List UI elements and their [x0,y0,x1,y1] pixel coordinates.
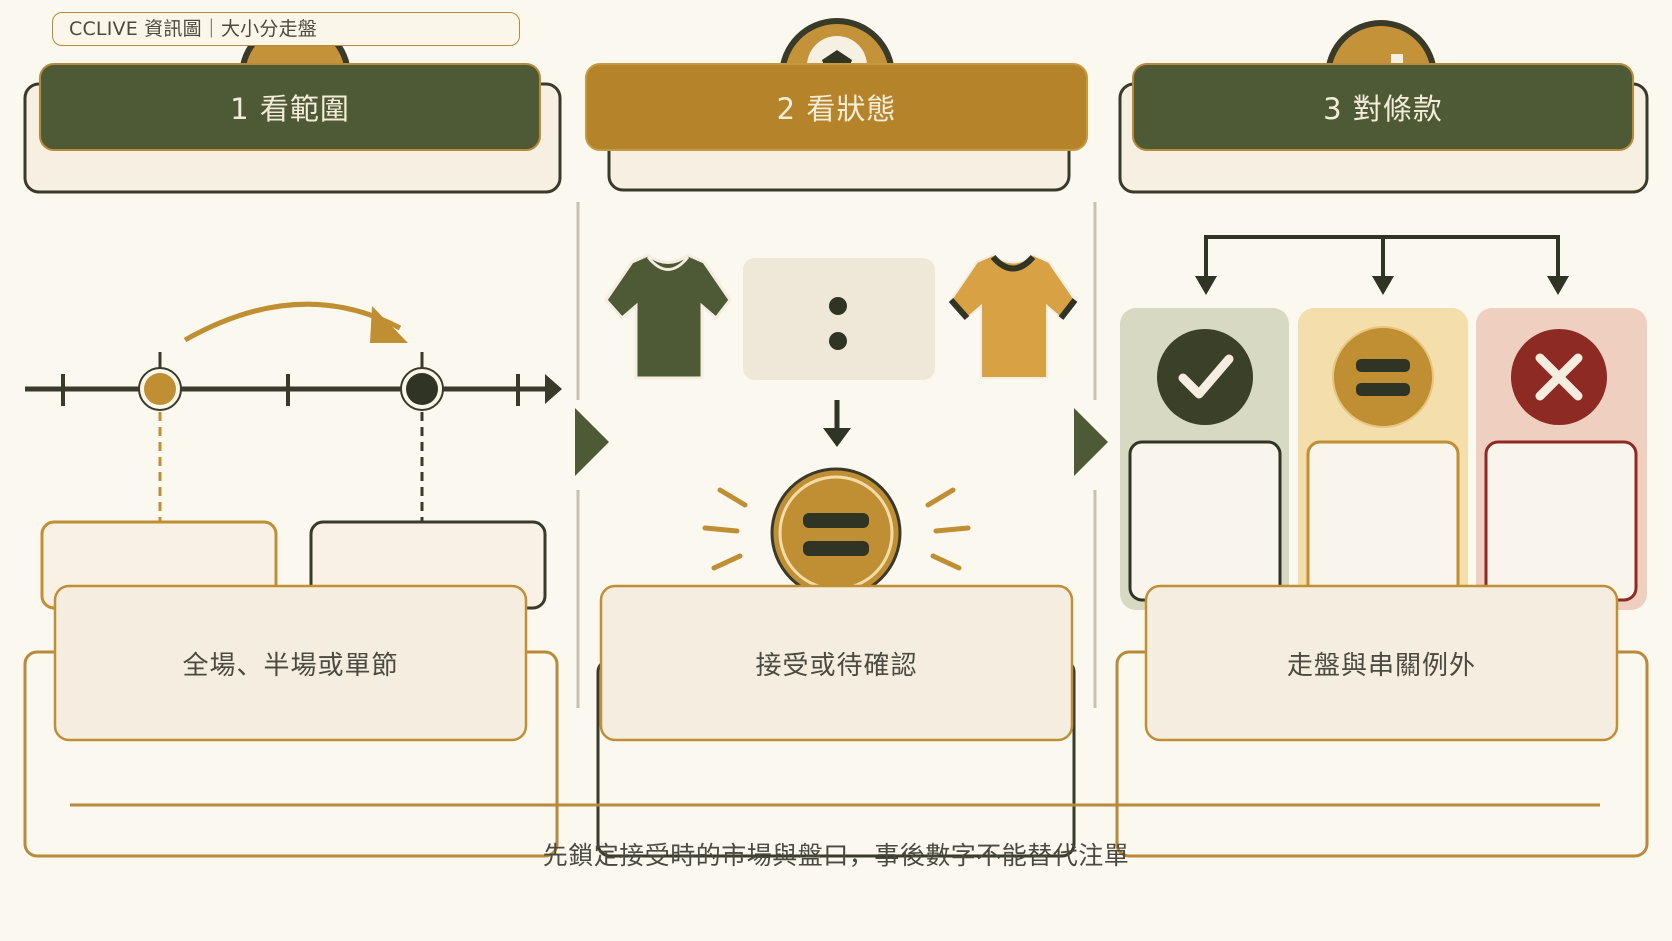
colon-score-icon [829,297,847,315]
cross-icon [1511,329,1607,425]
step-1-caption: 全場、半場或單節 [182,650,399,681]
step-1-title: 1 看範圍 [230,92,350,126]
footer-note: 先鎖定接受時的市場與盤口，事後數字不能替代注單 [542,841,1130,870]
equals-icon [1332,326,1434,428]
header-tag: CCLIVE 資訊圖｜大小分走盤 [52,12,520,46]
step-2-title: 2 看狀態 [776,92,897,126]
step-3-title: 3 對條款 [1323,92,1443,126]
gold-jersey-icon [948,253,1078,379]
arrow-icon [1074,408,1108,476]
equals-icon [702,467,971,599]
arrow-icon [575,408,609,476]
olive-jersey-icon [604,253,732,380]
check-icon [1157,329,1253,425]
step-3-caption: 走盤與串關例外 [1286,650,1476,681]
step-2-caption: 接受或待確認 [755,650,918,681]
